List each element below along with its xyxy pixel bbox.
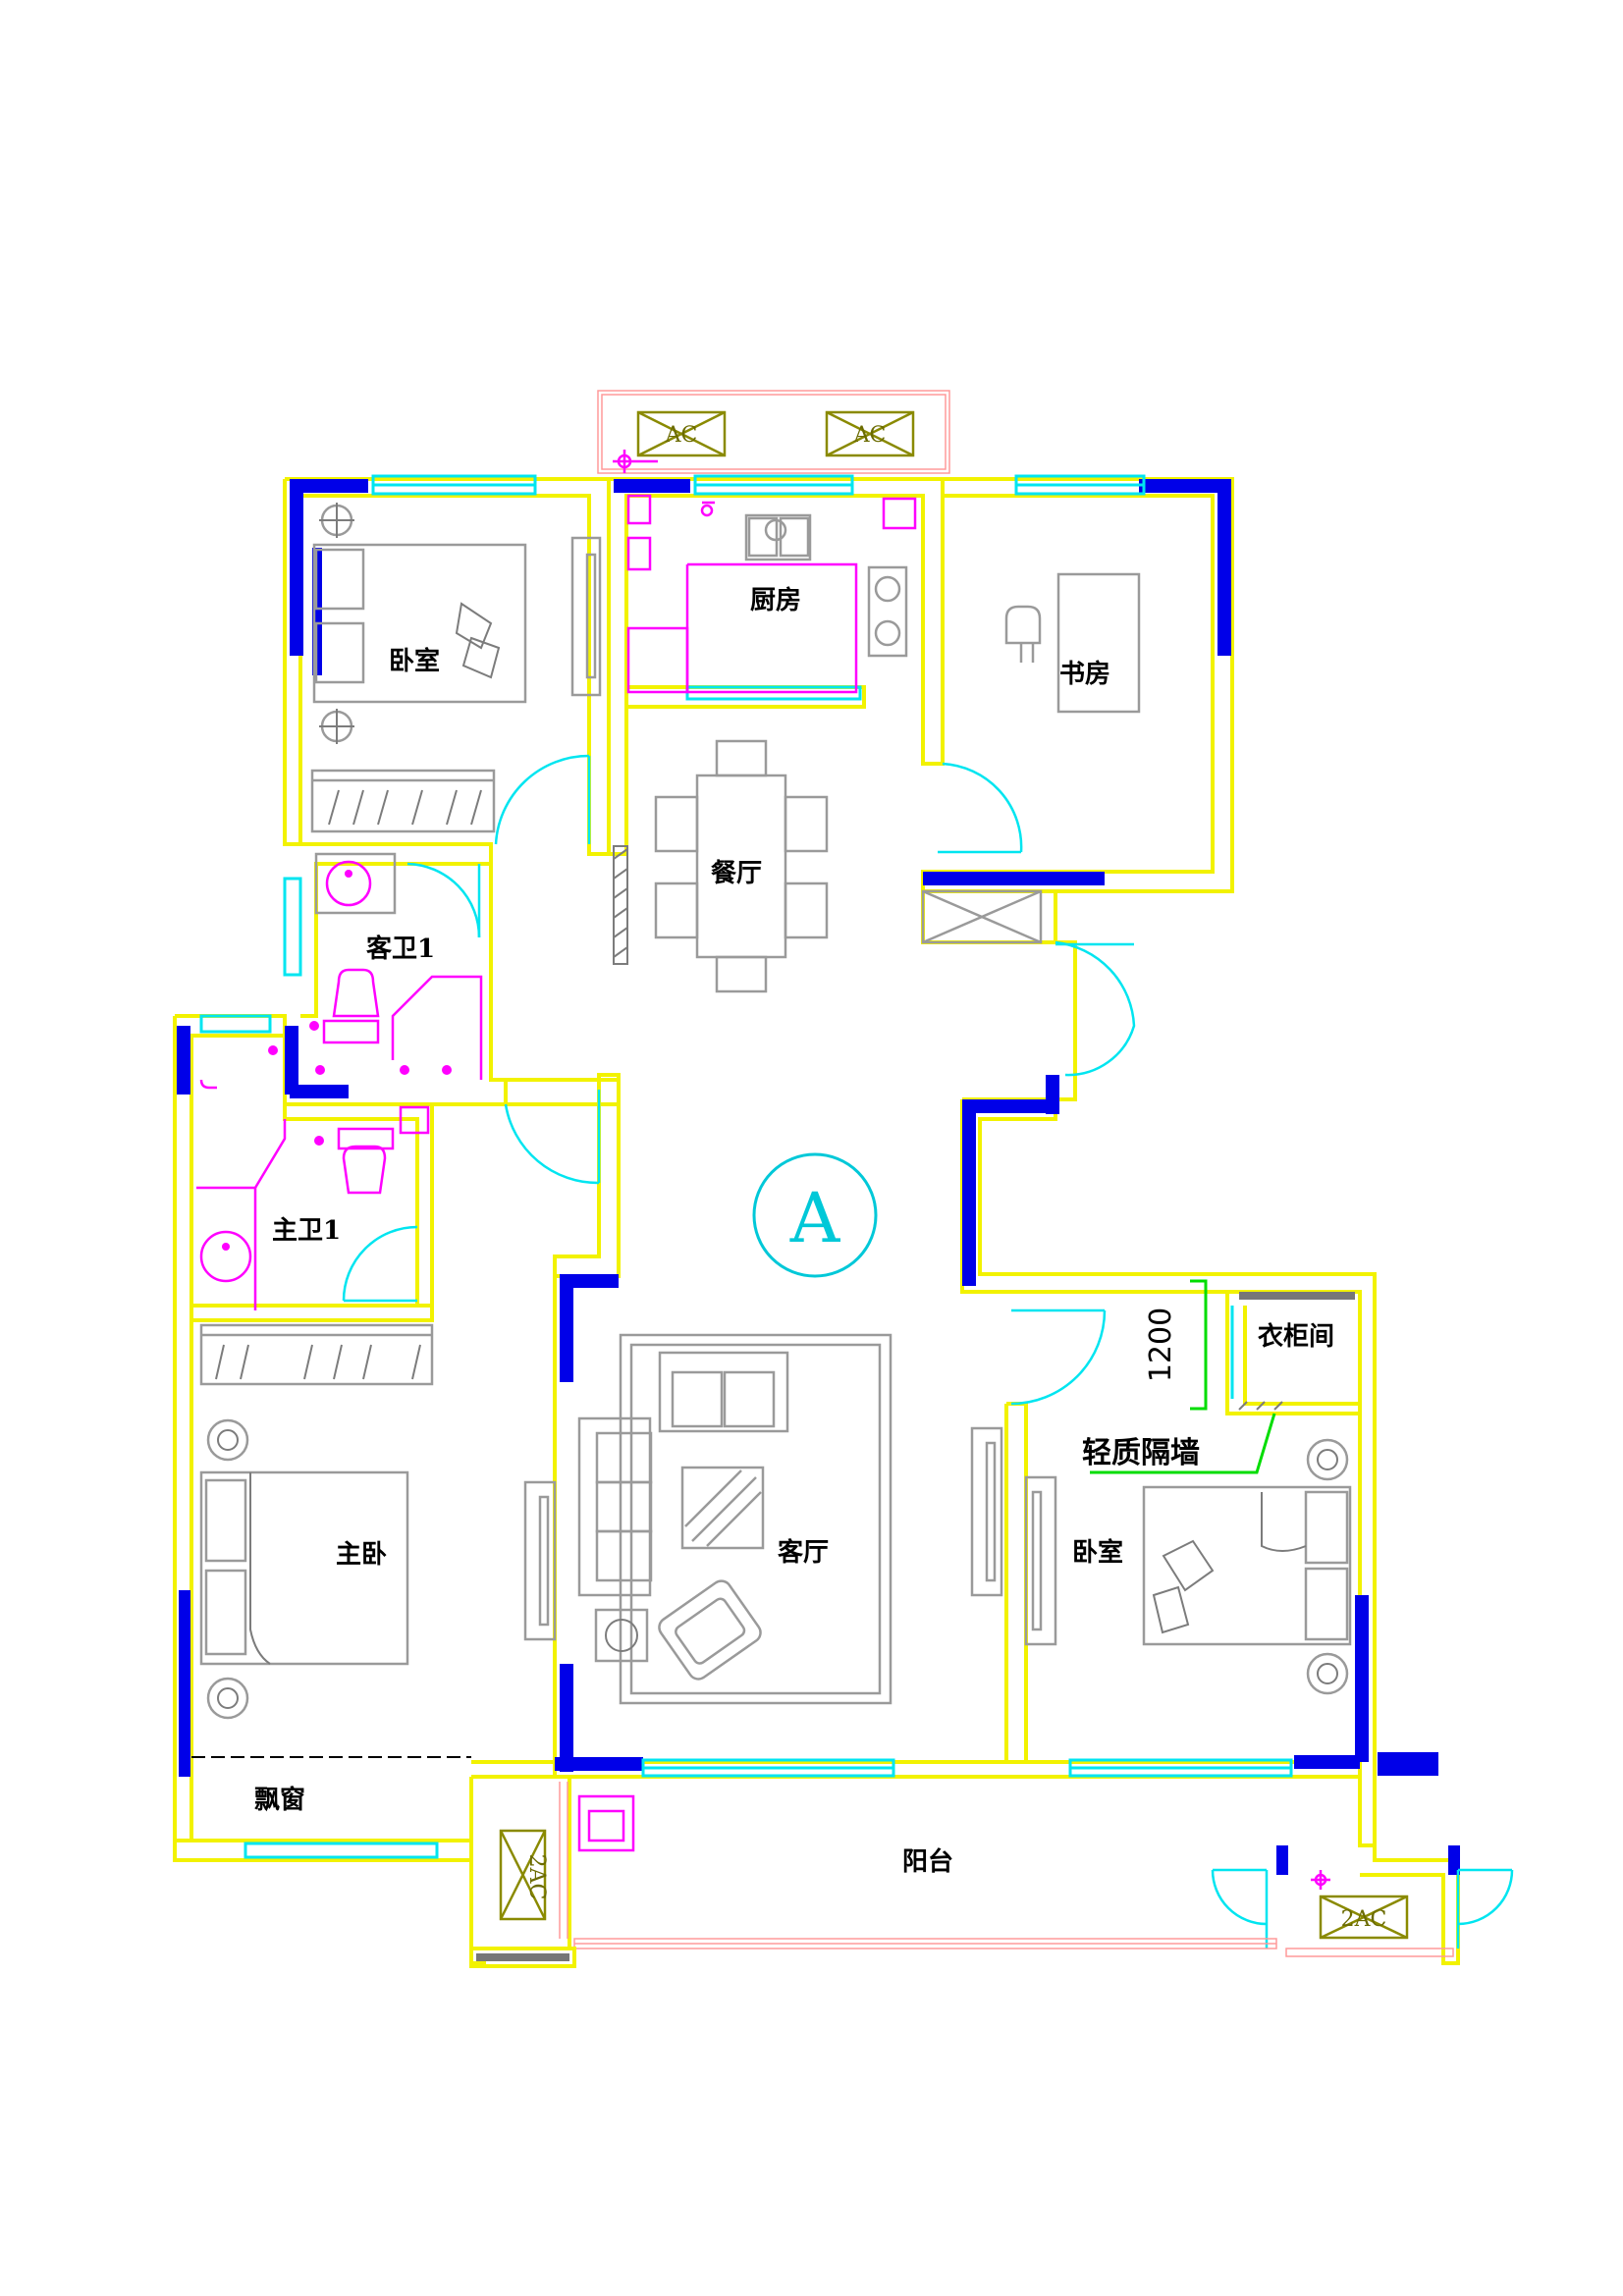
axis-marker: A — [752, 1152, 878, 1278]
ac-label-north-left: AC — [665, 423, 698, 448]
room-labels: 卧室 厨房 书房 餐厅 客卫1 主卫1 主卧 客厅 卧室 衣柜间 飘窗 阳台 — [254, 586, 1334, 1877]
label-closet: 衣柜间 — [1258, 1321, 1334, 1352]
label-living: 客厅 — [778, 1537, 829, 1568]
door-balcony-left — [1211, 1869, 1268, 1926]
label-kitchen: 厨房 — [750, 586, 801, 615]
door-nw-bedroom — [494, 754, 590, 845]
tv-cabinet-master — [523, 1480, 557, 1641]
partition-note: 轻质隔墙 — [1082, 1436, 1200, 1470]
door-hall — [504, 1090, 601, 1185]
stair-box — [921, 889, 1043, 944]
ac-unit-north-right: AC — [825, 410, 915, 457]
tv-cabinet-living — [970, 1426, 1057, 1646]
balcony — [469, 1782, 1454, 1968]
label-guest-bath: 客卫1 — [366, 934, 435, 964]
door-master-bath — [342, 1225, 418, 1302]
door-se-bedroom — [1010, 1309, 1107, 1406]
partition-annotation — [1090, 1279, 1276, 1474]
master-bath-fixtures — [196, 1045, 430, 1310]
ac-label-south-left: 2AC — [524, 1854, 549, 1900]
label-bedroom-nw: 卧室 — [389, 646, 440, 676]
guest-bath-fixtures — [309, 852, 483, 1080]
kitchen-fixtures — [626, 494, 917, 694]
label-dining: 餐厅 — [711, 859, 762, 888]
closet-fixtures — [1230, 1292, 1355, 1411]
shoe-cabinet — [613, 845, 628, 965]
door-study — [942, 762, 1023, 853]
wardrobe-master — [199, 1323, 434, 1386]
structural-columns — [177, 479, 1460, 1875]
bed-master — [199, 1418, 409, 1720]
door-balcony-right — [1457, 1869, 1514, 1926]
ac-unit-south-left: 2AC — [499, 1829, 549, 1921]
bed-nw — [312, 503, 527, 744]
ac-label-north-right: AC — [853, 423, 887, 448]
wardrobe-nw — [310, 769, 496, 833]
label-master-bath: 主卫1 — [272, 1216, 341, 1246]
dining-table — [654, 739, 829, 993]
drain-marker-north — [613, 450, 658, 473]
label-master-bed: 主卧 — [336, 1540, 387, 1570]
doors — [342, 754, 1514, 1949]
dimension-1200: 1200 — [1144, 1308, 1178, 1382]
axis-label: A — [789, 1178, 841, 1258]
windows — [199, 474, 1293, 1859]
ac-label-south-right: 2AC — [1341, 1907, 1387, 1932]
ac-unit-north-left: AC — [636, 410, 727, 457]
label-balcony: 阳台 — [902, 1846, 953, 1877]
north-ac-platform: AC AC — [597, 390, 950, 474]
bed-se — [1142, 1438, 1352, 1695]
door-guest-bath — [406, 862, 481, 938]
label-bay-window: 飘窗 — [254, 1785, 305, 1815]
label-bedroom-se: 卧室 — [1072, 1537, 1123, 1568]
tv-cabinet-nw — [570, 536, 602, 697]
study-desk — [1004, 572, 1141, 714]
living-furniture — [577, 1333, 893, 1705]
label-study: 书房 — [1059, 660, 1110, 689]
ac-unit-south-right: 2AC — [1311, 1870, 1409, 1940]
door-entry — [1055, 940, 1136, 1077]
